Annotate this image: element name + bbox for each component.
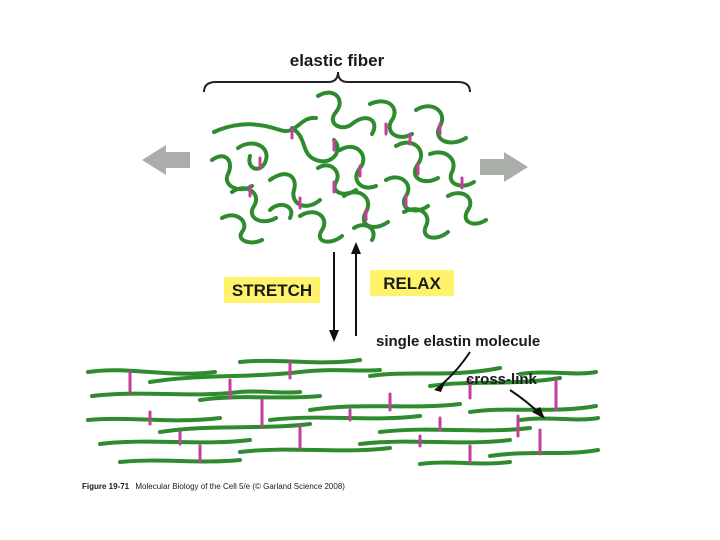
single-molecule-label: single elastin molecule bbox=[376, 333, 540, 350]
relaxed-cross-links bbox=[248, 122, 464, 222]
elastic-fiber-label: elastic fiber bbox=[290, 51, 385, 70]
right-pull-arrow bbox=[480, 152, 528, 182]
figure-number: Figure 19-71 bbox=[82, 482, 130, 491]
left-pull-arrow bbox=[142, 145, 190, 175]
figure-source: Molecular Biology of the Cell 5/e (© Gar… bbox=[135, 482, 345, 491]
stretched-cross-links bbox=[128, 360, 558, 464]
stretch-label: STRETCH bbox=[232, 281, 312, 300]
fiber-brace bbox=[203, 71, 471, 93]
stretch-highlight bbox=[224, 277, 320, 303]
cross-link-pointer-head bbox=[532, 407, 545, 419]
relax-arrow-head bbox=[351, 242, 361, 254]
cross-link-label: cross-link bbox=[466, 371, 538, 388]
stretch-arrow-head bbox=[329, 330, 339, 342]
relax-highlight bbox=[370, 270, 454, 296]
figure-caption: Figure 19-71 Molecular Biology of the Ce… bbox=[82, 482, 345, 491]
relaxed-elastin-network bbox=[210, 90, 488, 245]
relax-label: RELAX bbox=[383, 274, 441, 293]
single-molecule-pointer-head bbox=[434, 380, 446, 392]
